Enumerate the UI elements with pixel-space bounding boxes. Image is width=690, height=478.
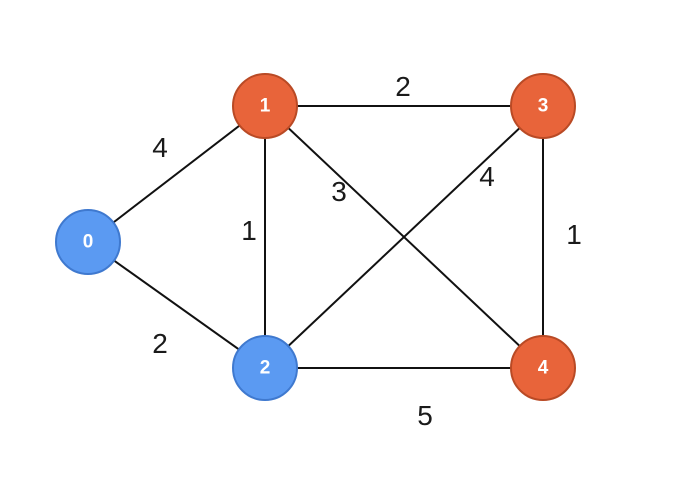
edge-0-1 [87,105,266,243]
node-0-circle [55,209,121,275]
edge-2-3 [264,105,544,369]
node-3: 3 [510,73,576,139]
node-4-label: 4 [538,358,549,379]
node-2: 2 [232,335,298,401]
edge-0-2 [87,241,266,369]
weight-0-1: 4 [152,132,168,163]
weight-1-4: 3 [331,176,347,207]
node-1-circle [232,73,298,139]
weight-3-4: 1 [566,219,582,250]
node-0: 0 [55,209,121,275]
node-0-label: 0 [83,232,94,253]
node-3-circle [510,73,576,139]
weight-0-2: 2 [152,328,168,359]
weight-2-4: 5 [417,400,433,431]
node-2-circle [232,335,298,401]
weight-1-2: 1 [241,215,257,246]
node-4: 4 [510,335,576,401]
weight-2-3: 4 [479,161,495,192]
node-4-circle [510,335,576,401]
node-1-label: 1 [260,96,271,117]
weight-1-3: 2 [395,71,411,102]
nodes-layer: 0 1 2 3 4 [55,73,576,401]
node-1: 1 [232,73,298,139]
edges-layer [87,105,544,369]
node-2-label: 2 [260,358,271,379]
node-3-label: 3 [538,96,549,117]
weights-layer: 4 2 1 2 3 4 5 1 [152,71,582,431]
